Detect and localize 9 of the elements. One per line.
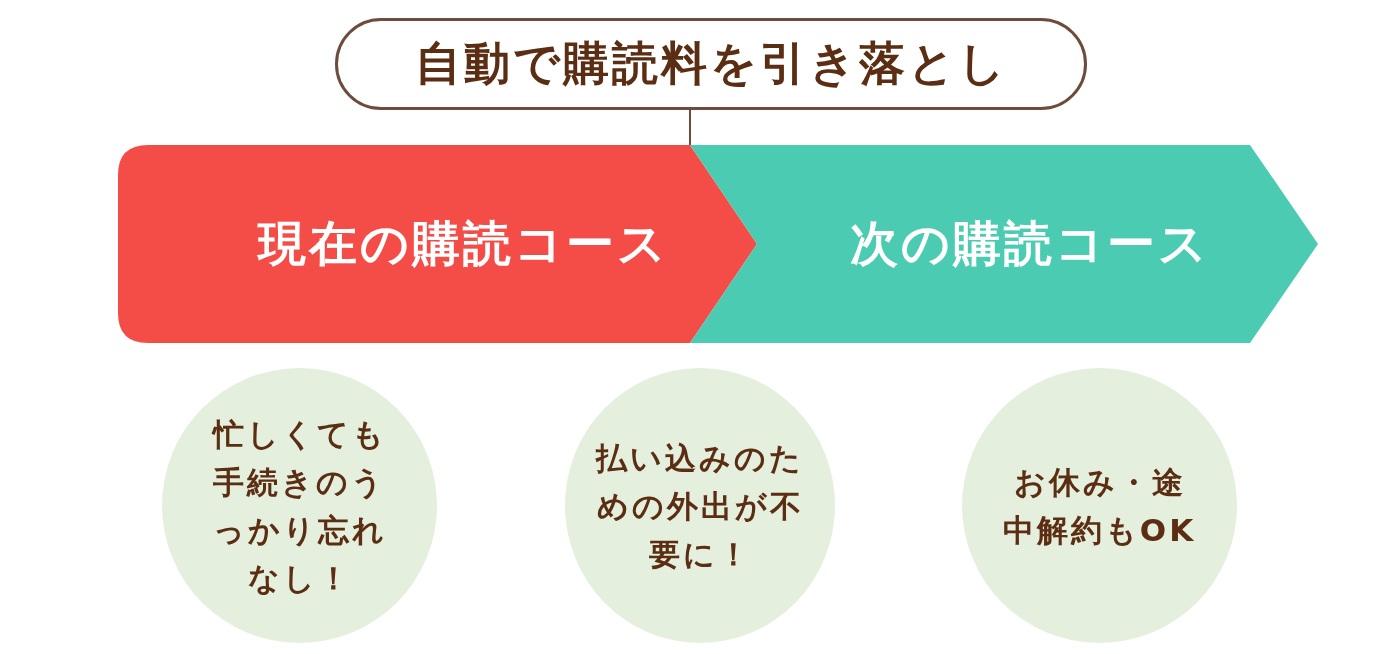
benefit-text: 払い込みのための外出が不要に！ (594, 438, 805, 574)
box-text: 自動で購読料を引き落とし (413, 35, 1009, 92)
chevron-band (690, 145, 1318, 343)
band-title: 現在の購読コース (258, 214, 669, 273)
connector-line (689, 109, 691, 146)
benefit-text: 忙しくても手続きのうっかり忘れなし！ (210, 414, 388, 598)
benefit-text: お休み・途中解約もOK (1001, 462, 1198, 550)
band-title: 次の購読コース (850, 214, 1210, 273)
chevron-band (118, 145, 757, 343)
